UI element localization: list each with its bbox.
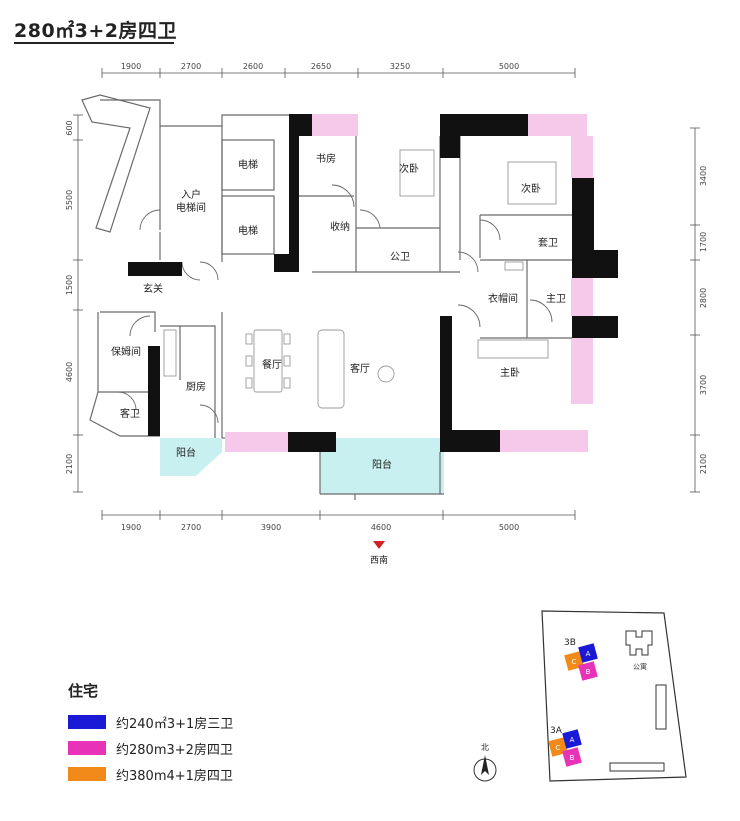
dim-right-2: 1700 xyxy=(699,232,708,252)
bed-2 xyxy=(507,161,557,205)
room-elevator-2: 电梯 xyxy=(238,224,258,237)
room-storage: 收纳 xyxy=(330,220,350,233)
room-labels: 电梯 电梯 入户 电梯间 书房 次卧 次卧 收纳 公卫 套卫 玄关 衣帽间 主卫… xyxy=(111,152,566,471)
sofa xyxy=(317,329,345,409)
legend: 住宅 约240㎡3+1房三卫 约280m3+2房四卫 约380m4+1房四卫 xyxy=(68,680,233,787)
legend-swatch-blue xyxy=(68,715,106,729)
legend-item: 约240㎡3+1房三卫 xyxy=(68,709,233,735)
site-strip-2 xyxy=(609,762,665,772)
main-balcony-fill xyxy=(320,438,444,494)
unit-a-block-3b xyxy=(578,643,598,663)
dim-bottom-1: 1900 xyxy=(121,523,141,532)
unit-a-block-3a xyxy=(562,729,582,749)
room-elevator-1: 电梯 xyxy=(238,158,258,171)
dim-top-2: 2700 xyxy=(181,62,201,71)
door-swings xyxy=(117,184,553,424)
room-second-bed-1: 次卧 xyxy=(399,162,419,175)
room-guest-bath: 客卫 xyxy=(120,407,140,420)
legend-swatch-pink xyxy=(68,741,106,755)
dim-left-1: 600 xyxy=(65,120,74,135)
legend-item: 约380m4+1房四卫 xyxy=(68,761,233,787)
page-title: 280㎡3+2房四卫 xyxy=(14,20,178,42)
room-closet: 衣帽间 xyxy=(488,292,518,305)
room-maid: 保姆间 xyxy=(111,345,141,358)
room-living: 客厅 xyxy=(350,362,370,375)
room-dining: 餐厅 xyxy=(262,358,282,371)
site-boundary xyxy=(541,610,687,782)
structural-walls xyxy=(128,114,618,452)
title-underline xyxy=(14,42,174,44)
building-3b-label: 3B xyxy=(564,638,576,648)
legend-label: 约240㎡3+1房三卫 xyxy=(116,716,234,732)
dim-right-3: 2800 xyxy=(699,288,708,308)
unit-a-label-3a: A xyxy=(570,736,575,744)
dining-table xyxy=(253,329,283,393)
dimension-labels: 1900 2700 2600 2650 3250 5000 1900 2700 … xyxy=(65,62,708,532)
legend-label: 约380m4+1房四卫 xyxy=(116,768,233,784)
orientation-arrow xyxy=(373,541,385,549)
dim-top-4: 2650 xyxy=(311,62,331,71)
unit-b-block-3a xyxy=(562,747,582,767)
kitchen-counter xyxy=(163,329,177,377)
small-balcony-fill xyxy=(160,438,222,476)
site-strip-1 xyxy=(655,684,667,730)
dim-bottom-4: 4600 xyxy=(371,523,391,532)
dim-left-5: 2100 xyxy=(65,454,74,474)
orientation-label: 西南 xyxy=(370,554,388,566)
room-public-bath: 公卫 xyxy=(390,252,410,263)
furniture xyxy=(163,149,557,409)
dim-right-5: 2100 xyxy=(699,454,708,474)
room-kitchen: 厨房 xyxy=(186,380,206,393)
unit-b-label-3b: B xyxy=(586,668,591,676)
master-bed xyxy=(477,339,549,359)
unit-a-label-3b: A xyxy=(586,650,591,658)
legend-item: 约280m3+2房四卫 xyxy=(68,735,233,761)
room-foyer: 玄关 xyxy=(143,282,163,295)
dim-bottom-5: 5000 xyxy=(499,523,519,532)
legend-label: 约280m3+2房四卫 xyxy=(116,742,233,758)
building-3a-label: 3A xyxy=(550,726,563,736)
room-master-bath: 主卫 xyxy=(546,293,566,305)
legend-heading: 住宅 xyxy=(68,682,99,700)
room-entry-lobby-2: 电梯间 xyxy=(176,201,206,214)
room-master-bed: 主卧 xyxy=(500,366,520,379)
north-label: 北 xyxy=(481,743,489,752)
dim-top-5: 3250 xyxy=(390,62,410,71)
unit-c-label-3b: C xyxy=(572,658,577,666)
room-suite-bath: 套卫 xyxy=(538,236,558,249)
dim-top-3: 2600 xyxy=(243,62,263,71)
room-entry-lobby-1: 入户 xyxy=(181,188,201,201)
legend-swatch-orange xyxy=(68,767,106,781)
dim-bottom-3: 3900 xyxy=(261,523,281,532)
room-study: 书房 xyxy=(316,152,336,165)
dimension-lines xyxy=(73,68,700,520)
unit-b-block-3b xyxy=(578,661,598,681)
coffee-table xyxy=(377,365,395,383)
dim-left-2: 5500 xyxy=(65,190,74,210)
dim-left-3: 1500 xyxy=(65,275,74,295)
north-needle-icon xyxy=(481,755,489,775)
site-map: 公寓 3B C A B 3A C A B 北 xyxy=(473,610,687,782)
unit-c-label-3a: C xyxy=(556,744,561,752)
dim-right-4: 3700 xyxy=(699,375,708,395)
floor-plan: 1900 2700 2600 2650 3250 5000 1900 2700 … xyxy=(65,62,708,566)
dim-left-4: 4600 xyxy=(65,362,74,382)
apartment-label: 公寓 xyxy=(633,662,647,671)
unit-b-label-3a: B xyxy=(570,754,575,762)
dim-top-1: 1900 xyxy=(121,62,141,71)
dim-right-1: 3400 xyxy=(699,166,708,186)
apartment-building-icon xyxy=(625,630,653,656)
bed-1 xyxy=(399,149,435,197)
balconies xyxy=(160,438,444,494)
room-balcony-main: 阳台 xyxy=(372,458,392,471)
room-balcony-small: 阳台 xyxy=(176,446,196,459)
dim-bottom-2: 2700 xyxy=(181,523,201,532)
dim-top-6: 5000 xyxy=(499,62,519,71)
window-strips xyxy=(225,114,593,452)
room-second-bed-2: 次卧 xyxy=(521,182,541,195)
